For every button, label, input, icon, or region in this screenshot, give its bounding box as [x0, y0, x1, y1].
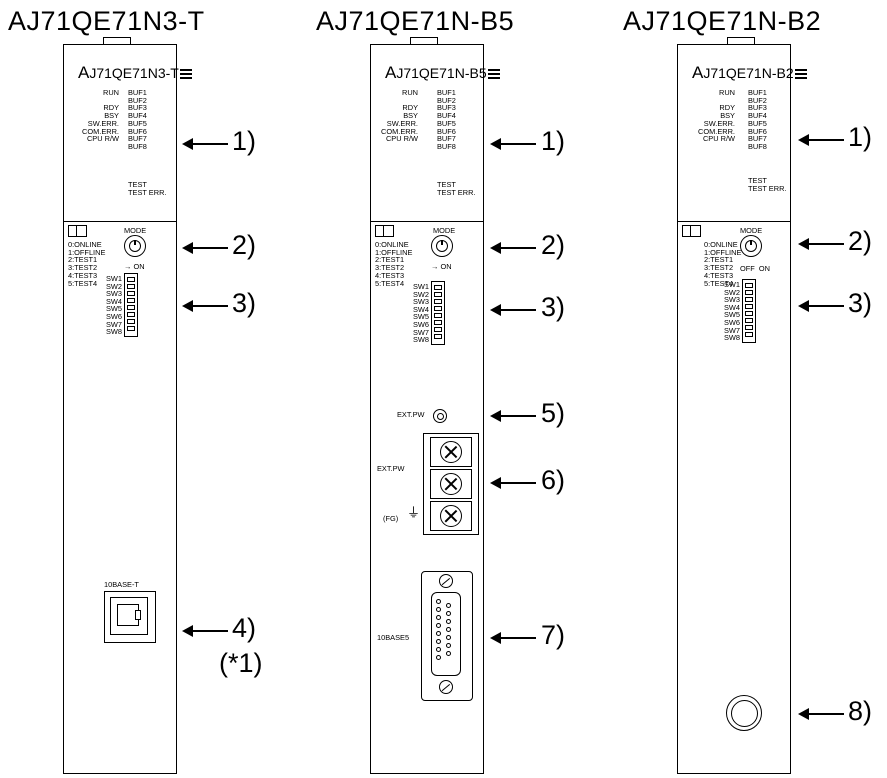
callout-3: 3) [232, 288, 257, 318]
arrow-3 [798, 300, 844, 312]
callout-7: 7) [541, 620, 566, 650]
arrow-1 [490, 138, 536, 150]
arrow-8 [798, 708, 844, 720]
callout-3: 3) [848, 288, 873, 318]
module-body: AJ71QE71N-B5 RUN RDY BSY SW.ERR. COM.ERR… [370, 44, 500, 774]
screw-icon [440, 441, 462, 463]
dip-switch-labels: SW1 SW2 SW3 SW4 SW5 SW6 SW7 SW8 [412, 282, 429, 345]
callout-1: 1) [848, 122, 873, 152]
callout-2: 2) [232, 230, 257, 260]
mode-list: 0:ONLINE 1:OFFLINE 2:TEST1 3:TEST2 4:TES… [68, 240, 106, 288]
callout-3: 3) [541, 292, 566, 322]
screw-icon [440, 505, 462, 527]
indicator-window [68, 225, 87, 237]
module-title-n3t: AJ71QE71N3-T [8, 6, 205, 36]
arrow-6 [490, 477, 536, 489]
indicator-window [375, 225, 394, 237]
mode-rotary-switch[interactable] [431, 235, 453, 257]
test-led-labels: TEST TEST ERR. [748, 176, 787, 193]
arrow-5 [490, 410, 536, 422]
module-title-b5: AJ71QE71N-B5 [316, 6, 515, 36]
fg-label: (FG) [383, 514, 399, 523]
dip-switch-block[interactable] [124, 273, 138, 337]
mode-label: MODE [124, 226, 147, 235]
top-tab [103, 37, 131, 44]
callout-4: 4) [232, 613, 257, 643]
top-tab [410, 37, 438, 44]
arrow-2 [182, 242, 228, 254]
callout-1: 1) [541, 126, 566, 156]
module-body: AJ71QE71N-B2 RUN RDY BSY SW.ERR. COM.ERR… [677, 44, 807, 774]
callout-6: 6) [541, 465, 566, 495]
mode-label: MODE [740, 226, 763, 235]
led-labels-left: RUN RDY BSY SW.ERR. COM.ERR. CPU R/W [381, 88, 418, 144]
led-labels-right: BUF1 BUF2 BUF3 BUF4 BUF5 BUF6 BUF7 BUF8 [748, 88, 767, 151]
aui-connector[interactable] [421, 571, 473, 701]
indicator-window [682, 225, 701, 237]
led-panel: AJ71QE71N3-T RUN RDY BSY SW.ERR. COM.ERR… [64, 45, 192, 222]
test-led-labels: TEST TEST ERR. [437, 180, 476, 197]
callout-5: 5) [541, 398, 566, 428]
screw-icon [440, 473, 462, 495]
mode-list: 0:ONLINE 1:OFFLINE 2:TEST1 3:TEST2 4:TES… [704, 240, 742, 288]
callout-8: 8) [848, 696, 873, 726]
mode-rotary-switch[interactable] [740, 235, 762, 257]
led-panel: AJ71QE71N-B5 RUN RDY BSY SW.ERR. COM.ERR… [371, 45, 500, 222]
led-panel: AJ71QE71N-B2 RUN RDY BSY SW.ERR. COM.ERR… [678, 45, 807, 222]
top-tab [727, 37, 755, 44]
mode-label: MODE [433, 226, 456, 235]
bnc-connector[interactable] [726, 695, 762, 731]
connector-label-10base5: 10BASE5 [377, 633, 410, 642]
terminal-block[interactable] [423, 433, 479, 535]
dip-switch-labels: SW1 SW2 SW3 SW4 SW5 SW6 SW7 SW8 [105, 274, 122, 337]
dip-switch-block[interactable] [742, 279, 756, 343]
arrow-4 [182, 625, 228, 637]
module-body: AJ71QE71N3-T RUN RDY BSY SW.ERR. COM.ERR… [63, 44, 192, 774]
arrow-3 [490, 304, 536, 316]
model-name: AJ71QE71N-B2 [692, 63, 807, 83]
dip-on-label: → ON [124, 262, 145, 271]
ground-icon: ⏚ [407, 505, 421, 520]
dip-on-label: → ON [431, 262, 452, 271]
arrow-1 [798, 134, 844, 146]
rj45-connector[interactable] [104, 591, 156, 643]
vent-icon [794, 69, 807, 80]
connector-label-10base-t: 10BASE-T [104, 580, 139, 589]
led-labels-right: BUF1 BUF2 BUF3 BUF4 BUF5 BUF6 BUF7 BUF8 [437, 88, 456, 151]
model-name: AJ71QE71N3-T [78, 63, 192, 83]
arrow-3 [182, 300, 228, 312]
ext-pw-led-icon [433, 409, 447, 423]
dip-switch-labels: SW1 SW2 SW3 SW4 SW5 SW6 SW7 SW8 [723, 280, 740, 343]
callout-2: 2) [848, 226, 873, 256]
callout-1: 1) [232, 126, 257, 156]
led-labels-left: RUN RDY BSY SW.ERR. COM.ERR. CPU R/W [698, 88, 735, 144]
test-led-labels: TEST TEST ERR. [128, 180, 167, 197]
led-labels-right: BUF1 BUF2 BUF3 BUF4 BUF5 BUF6 BUF7 BUF8 [128, 88, 147, 151]
module-title-b2: AJ71QE71N-B2 [623, 6, 822, 36]
arrow-2 [798, 238, 844, 250]
footnote-ref: (*1) [219, 648, 263, 678]
mode-list: 0:ONLINE 1:OFFLINE 2:TEST1 3:TEST2 4:TES… [375, 240, 413, 288]
led-labels-left: RUN RDY BSY SW.ERR. COM.ERR. CPU R/W [82, 88, 119, 144]
vent-icon [487, 69, 500, 80]
dip-switch-block[interactable] [431, 281, 445, 345]
callout-2: 2) [541, 230, 566, 260]
mode-rotary-switch[interactable] [124, 235, 146, 257]
arrow-7 [490, 632, 536, 644]
arrow-1 [182, 138, 228, 150]
model-name: AJ71QE71N-B5 [385, 63, 500, 83]
vent-icon [179, 69, 192, 80]
dip-off-on-label: OFF ON [740, 264, 770, 273]
ext-pw-led-label: EXT.PW [397, 410, 425, 419]
ext-pw-terminal-label: EXT.PW [377, 464, 405, 473]
arrow-2 [490, 242, 536, 254]
